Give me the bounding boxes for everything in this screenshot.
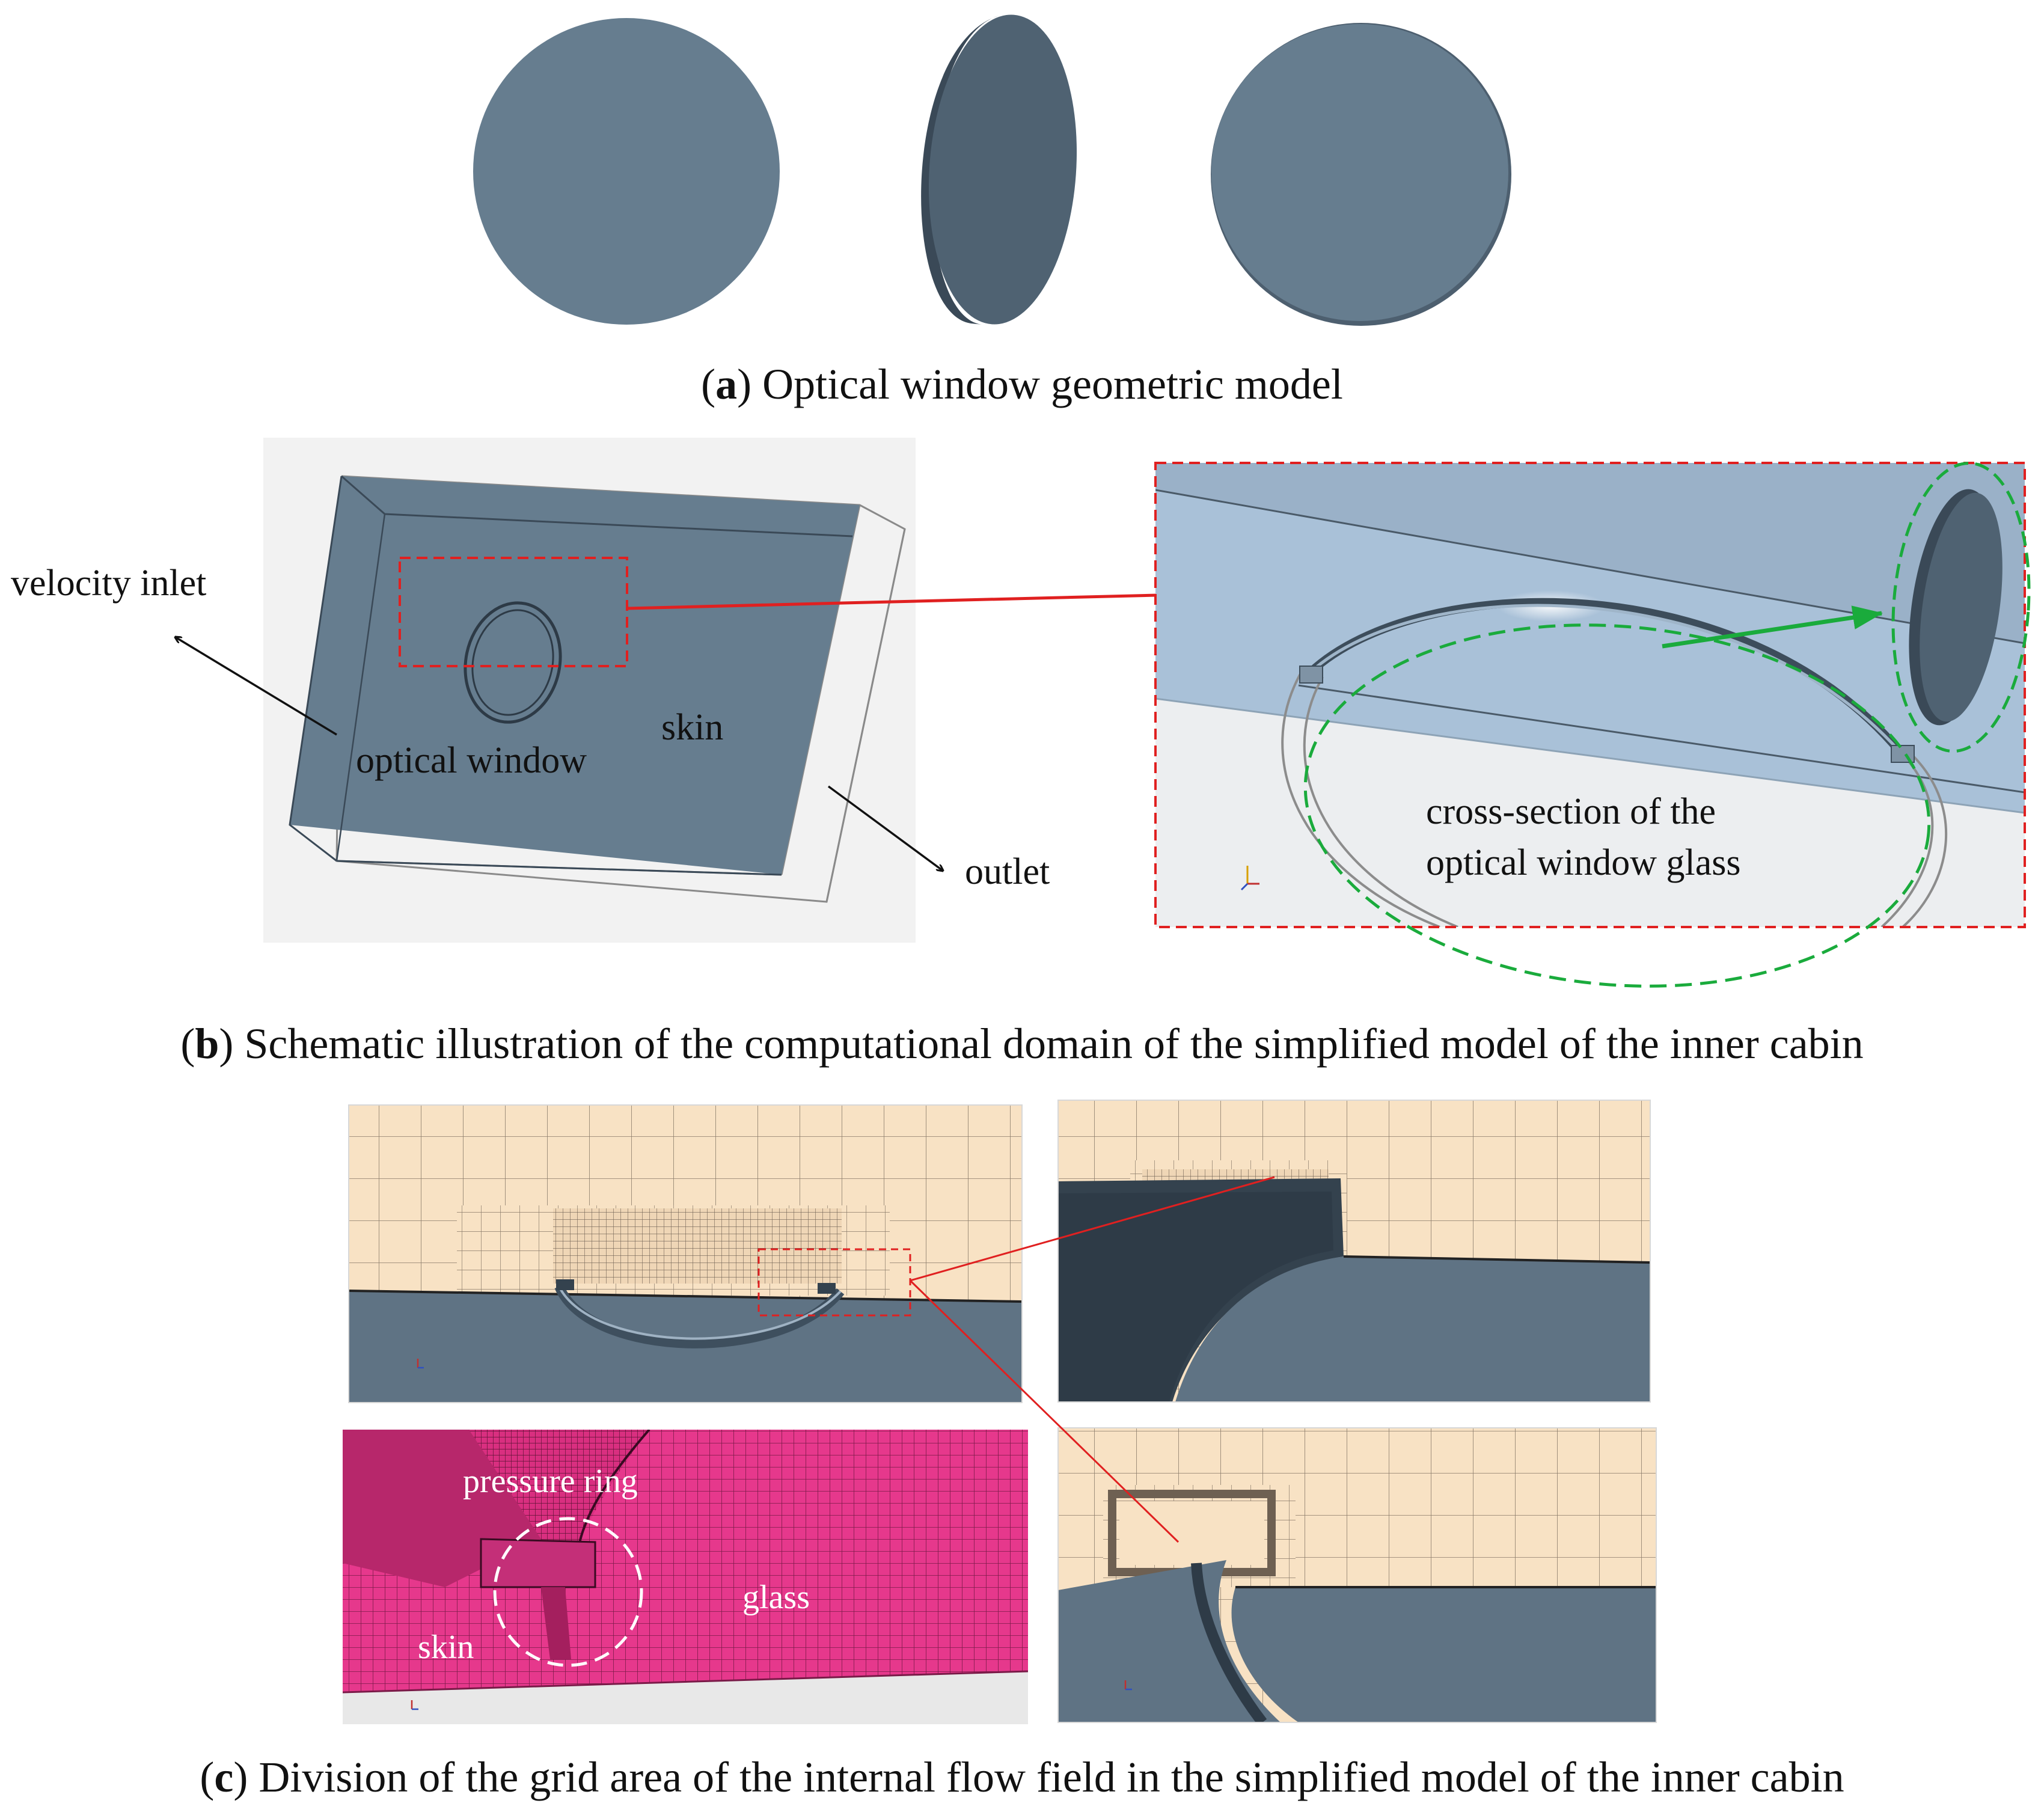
mesh-zoom-box — [757, 1248, 911, 1317]
mesh-3d-pink: pressure ring glass skin — [343, 1430, 1028, 1724]
highlight-circle — [493, 1517, 643, 1667]
mesh-detail-bottom — [1058, 1428, 1656, 1722]
label-pressure-ring: pressure ring — [463, 1463, 638, 1500]
skin-slab — [290, 476, 860, 875]
caption-c: (c) Division of the grid area of the int… — [200, 1753, 1844, 1801]
window-side-view — [921, 14, 1077, 325]
panel-b-zoom: cross-section of the optical window glas… — [180, 461, 2031, 1068]
zoom-frame — [1154, 462, 2026, 928]
caption-a: (a) Optical window geometric model — [701, 360, 1343, 408]
mesh-overview — [349, 1105, 1022, 1403]
green-dash-glass — [1891, 461, 2031, 753]
axis-triad — [1240, 866, 1259, 891]
connector-bottom — [909, 1279, 1180, 1543]
outlet-arrow — [827, 785, 943, 871]
zoom-arrow — [626, 581, 1207, 610]
label-optical-window: optical window — [356, 740, 587, 781]
label-outlet: outlet — [965, 851, 1050, 892]
label-cross-section-2: optical window glass — [1426, 842, 1741, 883]
green-dash-cross-section — [1303, 623, 1931, 988]
label-skin-mesh: skin — [418, 1629, 474, 1666]
label-glass: glass — [742, 1579, 810, 1616]
window-ring — [464, 601, 562, 724]
window-oblique-view — [1211, 23, 1511, 326]
inlet-arrow — [176, 637, 337, 736]
label-skin: skin — [661, 707, 723, 748]
window-front-view — [473, 18, 780, 325]
glass-side-view — [1909, 489, 2003, 726]
label-velocity-inlet: velocity inlet — [11, 563, 206, 604]
panel-a: (a) Optical window geometric model — [473, 14, 1511, 408]
label-cross-section-1: cross-section of the — [1426, 791, 1716, 832]
mesh-detail-top — [1058, 1100, 1650, 1402]
green-arrow — [1662, 605, 1883, 649]
caption-b: (b) Schematic illustration of the comput… — [180, 1020, 1863, 1068]
zoom-source-box — [399, 557, 628, 667]
panel-b-domain: velocity inlet skin optical window outle… — [11, 438, 1207, 943]
connector-top — [910, 1176, 1275, 1282]
panel-c: pressure ring glass skin (c) Division of… — [200, 1100, 1844, 1801]
